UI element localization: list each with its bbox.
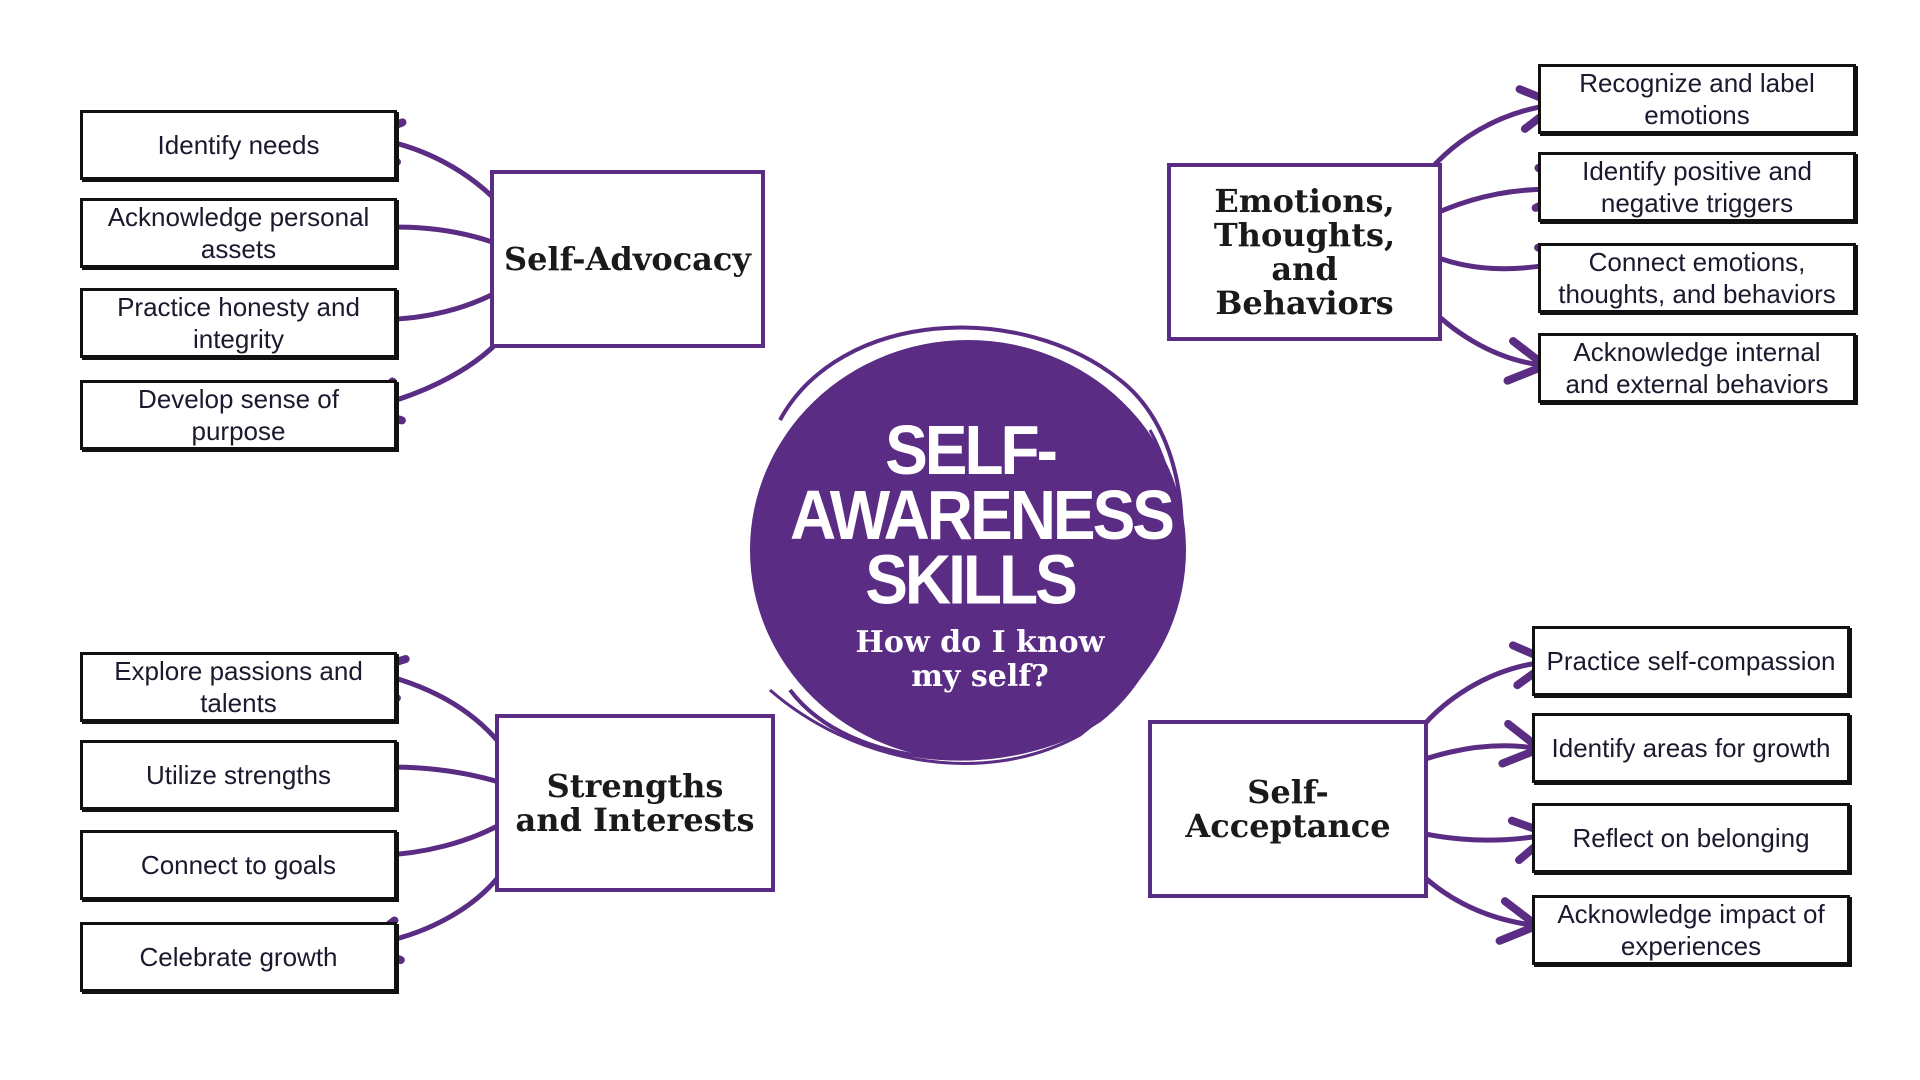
category-self-advocacy: Self-Advocacy xyxy=(490,170,765,348)
leaf-connect-goals: Connect to goals xyxy=(80,830,397,900)
category-self-acceptance: Self-Acceptance xyxy=(1148,720,1428,898)
leaf-areas-growth: Identify areas for growth xyxy=(1532,713,1850,783)
leaf-utilize-strengths: Utilize strengths xyxy=(80,740,397,810)
hub-sketch-ring xyxy=(778,325,1184,761)
leaf-self-compassion: Practice self-compassion xyxy=(1532,626,1850,696)
hub-circle xyxy=(750,340,1186,760)
leaf-identify-triggers: Identify positive and negative triggers xyxy=(1538,152,1856,222)
arrow-self-compassion xyxy=(1409,641,1554,743)
hub-subtitle: How do I know my self? xyxy=(855,625,1105,694)
leaf-acknowledge-assets: Acknowledge personal assets xyxy=(80,198,397,268)
leaf-connect-emotions: Connect emotions, thoughts, and behavior… xyxy=(1538,243,1856,313)
leaf-acknowledge-behaviors: Acknowledge internal and external behavi… xyxy=(1538,333,1856,403)
arrow-impact-experiences xyxy=(1409,862,1541,945)
hub-title: SELF-AWARENESS SKILLS xyxy=(790,411,1175,619)
leaf-reflect-belonging: Reflect on belonging xyxy=(1532,803,1850,873)
leaf-practice-honesty: Practice honesty and integrity xyxy=(80,288,397,358)
central-hub xyxy=(750,325,1186,765)
leaf-explore-passions: Explore passions and talents xyxy=(80,652,397,722)
hub-sketch-ring-inner xyxy=(769,429,1178,765)
leaf-celebrate-growth: Celebrate growth xyxy=(80,922,397,992)
category-emotions: Emotions, Thoughts, and Behaviors xyxy=(1167,163,1442,341)
category-strengths: Strengths and Interests xyxy=(495,714,775,892)
leaf-identify-needs: Identify needs xyxy=(80,110,397,180)
leaf-recognize-emotions: Recognize and label emotions xyxy=(1538,64,1856,134)
leaf-impact-experiences: Acknowledge impact of experiences xyxy=(1532,895,1850,965)
leaf-develop-purpose: Develop sense of purpose xyxy=(80,380,397,450)
